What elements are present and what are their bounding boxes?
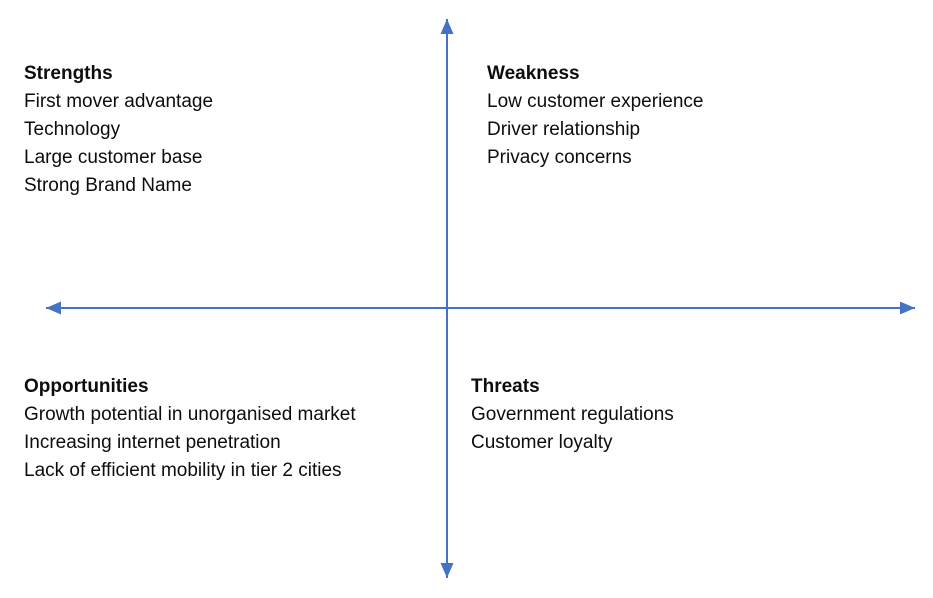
arrowhead-up-icon — [440, 19, 454, 34]
quadrant-opportunities-heading: Opportunities — [24, 376, 149, 397]
quadrant-strengths-item: Technology — [24, 119, 121, 140]
quadrant-strengths-item: Strong Brand Name — [24, 175, 192, 196]
quadrant-weakness: Weakness Low customer experience Driver … — [487, 60, 704, 172]
quadrant-opportunities-item: Increasing internet penetration — [24, 432, 281, 453]
quadrant-opportunities: Opportunities Growth potential in unorga… — [24, 373, 356, 485]
quadrant-strengths: Strengths First mover advantage Technolo… — [24, 60, 213, 200]
quadrant-threats: Threats Government regulations Customer … — [471, 373, 674, 457]
arrowhead-right-icon — [900, 301, 915, 315]
quadrant-opportunities-item: Growth potential in unorganised market — [24, 404, 356, 425]
quadrant-strengths-heading: Strengths — [24, 63, 113, 84]
quadrant-weakness-item: Driver relationship — [487, 119, 641, 140]
quadrant-weakness-item: Privacy concerns — [487, 147, 632, 168]
quadrant-threats-heading: Threats — [471, 376, 540, 397]
quadrant-strengths-item: Large customer base — [24, 147, 203, 168]
quadrant-strengths-item: First mover advantage — [24, 91, 214, 112]
arrowhead-down-icon — [440, 563, 454, 578]
quadrant-weakness-item: Low customer experience — [487, 91, 704, 112]
quadrant-opportunities-item: Lack of efficient mobility in tier 2 cit… — [24, 460, 342, 481]
quadrant-threats-item: Customer loyalty — [471, 432, 613, 453]
quadrant-threats-item: Government regulations — [471, 404, 674, 425]
quadrant-weakness-heading: Weakness — [487, 63, 580, 84]
arrowhead-left-icon — [46, 301, 61, 315]
